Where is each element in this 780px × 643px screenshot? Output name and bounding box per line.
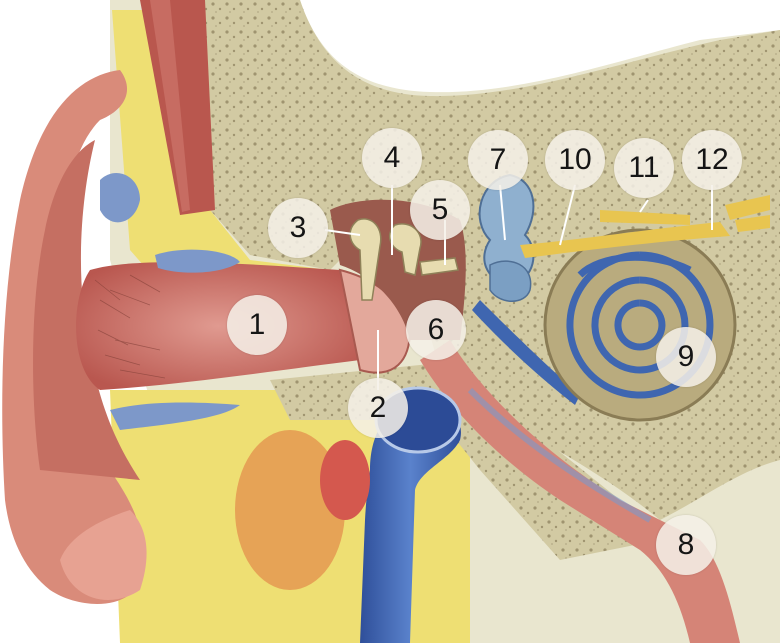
label-10: 10 [545,130,605,190]
red-tissue [320,440,370,520]
label-4: 4 [362,128,422,188]
label-6: 6 [406,300,466,360]
label-7: 7 [468,130,528,190]
label-1: 1 [227,295,287,355]
label-8: 8 [656,515,716,575]
label-2: 2 [348,378,408,438]
label-9: 9 [656,327,716,387]
vestibule [490,261,531,301]
label-5: 5 [410,180,470,240]
label-12: 12 [682,130,742,190]
label-3: 3 [268,198,328,258]
label-11: 11 [614,138,674,198]
